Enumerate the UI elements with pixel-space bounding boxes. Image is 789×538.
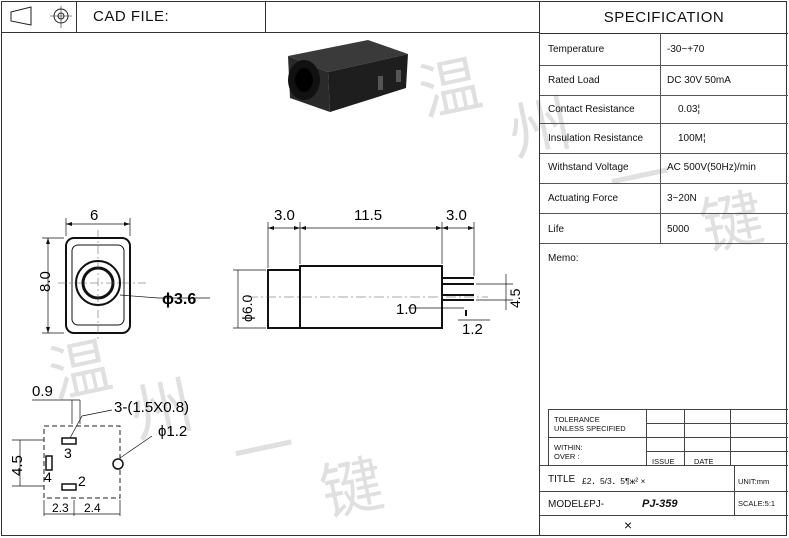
spec-row: Contact Resistance 0.03¦: [540, 95, 788, 124]
header-bar: CAD FILE:: [1, 1, 539, 33]
pin-label-4: 4: [44, 469, 52, 485]
dim-front-hole: ϕ3.6: [162, 291, 196, 308]
pin-label-2: 2: [78, 473, 86, 489]
spec-title: SPECIFICATION: [540, 1, 788, 34]
within-label: WITHIN: OVER :: [554, 443, 583, 461]
dim-front-width: 6: [90, 207, 98, 224]
spec-value: -30~+70: [667, 44, 705, 55]
dim-side-l2: 11.5: [354, 207, 382, 224]
dim-0-9: 0.9: [32, 383, 53, 400]
dim-pin-offset: 1.2: [462, 321, 483, 338]
dim-hole: ϕ1.2: [158, 423, 187, 440]
product-photo: [288, 40, 408, 112]
spec-divider: [660, 65, 661, 95]
spec-key: Insulation Resistance: [548, 133, 644, 144]
spec-divider: [660, 183, 661, 213]
dim-2-4: 2.4: [84, 501, 101, 515]
spec-row: Life 5000: [540, 213, 788, 244]
title-value: £2．5/3．5¶ж² ×: [582, 476, 646, 486]
dim-side-diameter: ϕ6.0: [239, 294, 255, 322]
spec-value: 100M¦: [678, 133, 706, 144]
title-label: TITLE: [548, 474, 576, 485]
dim-2-3: 2.3: [52, 501, 69, 515]
unit-label: UNIT:mm: [738, 477, 770, 486]
spec-divider: [660, 153, 661, 183]
spec-row: Withstand Voltage AC 500V(50Hz)/min: [540, 153, 788, 184]
cad-file-label: CAD FILE:: [93, 8, 170, 25]
spec-row: Insulation Resistance 100M¦: [540, 123, 788, 154]
spec-divider: [660, 33, 661, 65]
scale-label: SCALE:5:1: [738, 499, 776, 508]
issue-label: ISSUE: [652, 457, 675, 466]
spec-row: Actuating Force 3~20N: [540, 183, 788, 214]
spec-value: DC 30V 50mA: [667, 75, 731, 86]
dim-side-l1: 3.0: [274, 207, 295, 224]
spec-key: Actuating Force: [548, 193, 619, 204]
memo-label: Memo:: [548, 253, 579, 264]
spec-divider: [660, 95, 661, 123]
projection-symbol-icon: [1, 1, 77, 32]
bottom-view: 0.9 3-(1.5X0.8) ϕ1.2 4.5 3 4 2 2.3 2.4: [9, 383, 189, 516]
model-label: MODEL£PJ-: [548, 499, 605, 510]
spec-key: Withstand Voltage: [548, 162, 629, 173]
header-divider: [265, 1, 266, 32]
date-label: DATE: [694, 457, 714, 466]
spec-key: Life: [548, 224, 565, 235]
pin-label-3: 3: [64, 445, 72, 461]
spec-value: 0.03¦: [678, 104, 701, 115]
dim-bottom-height: 4.5: [9, 455, 26, 476]
side-view: 3.0 11.5 3.0 ϕ6.0 1.0 4.5 1.2: [233, 207, 523, 338]
dim-pin-pitch: 4.5: [507, 288, 523, 308]
spec-value: AC 500V(50Hz)/min: [667, 162, 756, 173]
dim-pin-length: 1.0: [396, 301, 417, 318]
spec-key: Temperature: [548, 44, 605, 55]
title-block: TOLERANCE UNLESS SPECIFIED WITHIN: OVER …: [540, 409, 788, 536]
spec-divider: [660, 213, 661, 243]
spec-value: 5000: [667, 224, 690, 235]
front-view: 6 8.0 ϕ3.6: [37, 207, 210, 340]
spec-row: Rated Load DC 30V 50mA: [540, 65, 788, 96]
spec-value: 3~20N: [667, 193, 697, 204]
footer-mark: ×: [624, 517, 633, 533]
tolerance-label: TOLERANCE UNLESS SPECIFIED: [554, 415, 626, 433]
spec-key: Rated Load: [548, 75, 600, 86]
specification-panel: SPECIFICATION Temperature -30~+70 Rated …: [539, 1, 788, 536]
spec-key: Contact Resistance: [548, 104, 635, 115]
dim-slot: 3-(1.5X0.8): [114, 399, 189, 416]
spec-row: Temperature -30~+70: [540, 33, 788, 66]
spec-divider: [660, 123, 661, 153]
dim-front-height: 8.0: [37, 271, 54, 292]
dim-side-l3: 3.0: [446, 207, 467, 224]
model-value: PJ-359: [642, 498, 678, 510]
